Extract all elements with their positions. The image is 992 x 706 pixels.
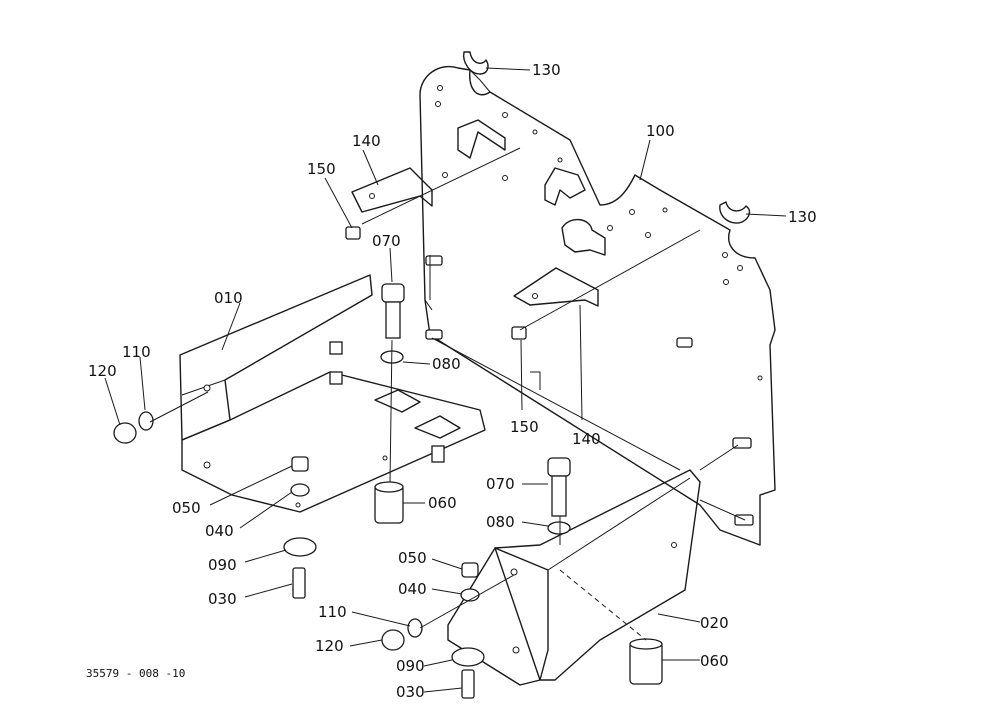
callout-040-left: 040 xyxy=(205,522,234,540)
callout-050-left: 050 xyxy=(172,499,201,517)
callout-080-right: 080 xyxy=(486,513,515,531)
callout-040-right: 040 xyxy=(398,580,427,598)
left-bracket-010 xyxy=(179,274,486,513)
callout-070-right: 070 xyxy=(486,475,515,493)
spacer-060-right xyxy=(629,638,663,685)
bracket-140-upper xyxy=(351,167,433,213)
callout-020: 020 xyxy=(700,614,729,632)
bolt-030-left xyxy=(292,567,306,599)
leader-lines xyxy=(104,67,787,693)
callout-110-right: 110 xyxy=(318,603,347,621)
assembly-lines xyxy=(149,147,746,641)
callout-100: 100 xyxy=(646,122,675,140)
clip-130-right xyxy=(719,201,751,224)
callout-070-left: 070 xyxy=(372,232,401,250)
bolt-150-upper xyxy=(345,226,361,240)
callout-110-left: 110 xyxy=(122,343,151,361)
callout-060-right: 060 xyxy=(700,652,729,670)
washer-080-right xyxy=(547,521,571,535)
washer-110-right xyxy=(407,618,423,638)
nut-120-right xyxy=(381,629,405,651)
callout-010: 010 xyxy=(214,289,243,307)
callout-050-right: 050 xyxy=(398,549,427,567)
clip-130-top xyxy=(463,51,489,75)
callout-060-left: 060 xyxy=(428,494,457,512)
callout-030-left: 030 xyxy=(208,590,237,608)
callout-130-right: 130 xyxy=(788,208,817,226)
washer-090-left xyxy=(283,537,317,557)
washer-090-right xyxy=(451,647,485,667)
callout-120-right: 120 xyxy=(315,637,344,655)
figure-code: 35579 - 008 -10 xyxy=(86,667,185,680)
callout-labels: 130 130 100 140 150 070 010 110 120 080 … xyxy=(88,61,817,701)
callout-140-lower: 140 xyxy=(572,430,601,448)
callout-030-right: 030 xyxy=(396,683,425,701)
bolt-070-right xyxy=(547,457,571,517)
bolt-150-lower xyxy=(511,326,527,340)
callout-150-lower: 150 xyxy=(510,418,539,436)
callout-140-upper: 140 xyxy=(352,132,381,150)
right-bracket-020 xyxy=(447,469,701,686)
callout-150-upper: 150 xyxy=(307,160,336,178)
spacer-060-left xyxy=(374,481,404,524)
callout-130-top: 130 xyxy=(532,61,561,79)
callout-090-right: 090 xyxy=(396,657,425,675)
callout-090-left: 090 xyxy=(208,556,237,574)
callout-120-left: 120 xyxy=(88,362,117,380)
bolt-070-left xyxy=(381,283,405,339)
washer-040-right xyxy=(460,588,480,602)
callout-080-left: 080 xyxy=(432,355,461,373)
washer-040-left xyxy=(290,483,310,497)
bracket-140-lower xyxy=(513,267,599,307)
nut-050-right xyxy=(461,562,479,578)
bolt-030-right xyxy=(461,669,475,699)
nut-120-left xyxy=(113,422,137,444)
nut-050-left xyxy=(291,456,309,472)
